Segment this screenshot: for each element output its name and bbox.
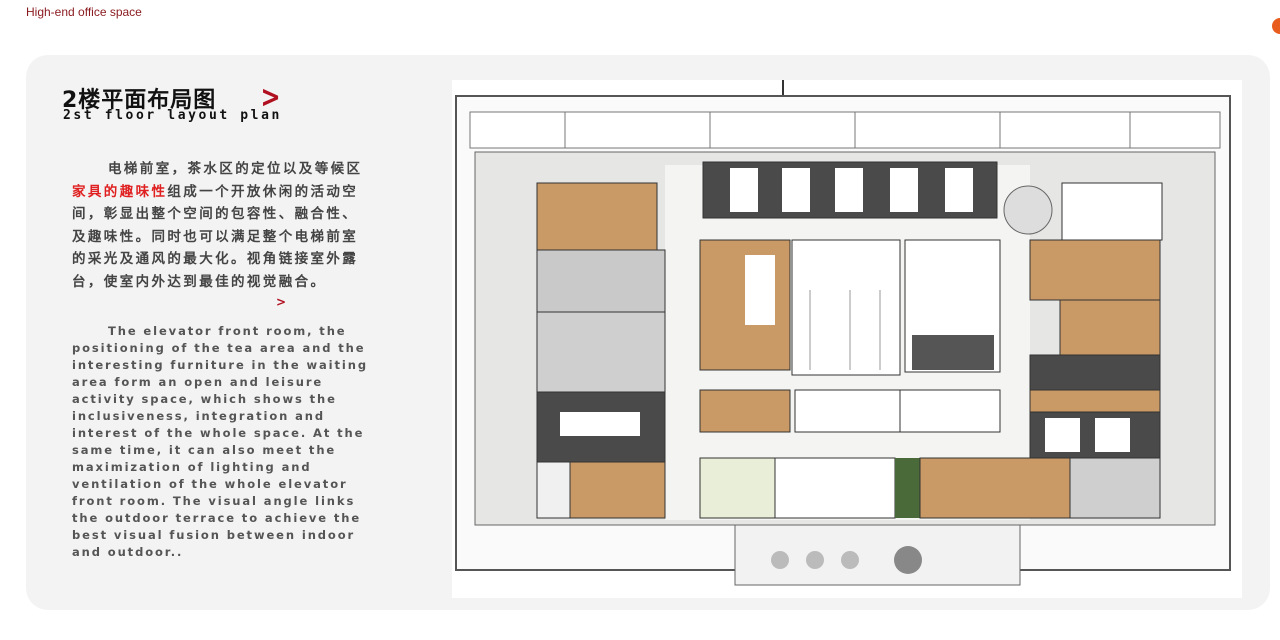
office-wood-1 bbox=[1029, 239, 1161, 301]
room-carpet-1 bbox=[536, 249, 666, 313]
room-carpet-2 bbox=[536, 311, 666, 393]
stairs bbox=[791, 239, 901, 376]
elevators bbox=[794, 389, 901, 433]
header-label: High-end office space bbox=[26, 5, 142, 19]
room-wood-2 bbox=[569, 461, 666, 519]
reception-round bbox=[1003, 185, 1053, 235]
tea-area bbox=[699, 457, 776, 519]
plants bbox=[895, 458, 920, 518]
office-white bbox=[1061, 182, 1163, 241]
meeting-table bbox=[560, 412, 640, 436]
office-wood-2 bbox=[1059, 299, 1161, 356]
room-small-wood bbox=[699, 389, 791, 433]
page-title: 2楼平面布局图 bbox=[62, 88, 217, 113]
floor-plan-drawing bbox=[455, 80, 1231, 586]
page-subtitle: 2st floor layout plan bbox=[63, 108, 282, 123]
description-cn-highlight: 家具的趣味性 bbox=[72, 183, 168, 200]
description-en: The elevator front room, the positioning… bbox=[72, 324, 368, 559]
chevron-right-small-icon: > bbox=[276, 295, 287, 309]
brand-dot-icon bbox=[1272, 18, 1280, 34]
room-white bbox=[774, 457, 896, 519]
description-cn-rest: 组成一个开放休闲的活动空间，彰显出整个空间的包容性、融合性、及趣味性。同时也可以… bbox=[72, 183, 359, 290]
window-strip bbox=[469, 111, 1221, 149]
floor-plan-image bbox=[452, 80, 1242, 598]
terrace-furniture bbox=[894, 546, 922, 574]
room-wood-1 bbox=[536, 182, 658, 251]
office-dark bbox=[1029, 354, 1161, 391]
description-cn-lead: 电梯前室，茶水区的定位以及等候区 bbox=[108, 161, 363, 177]
room-wood-bottom bbox=[919, 457, 1071, 519]
description-cn: 电梯前室，茶水区的定位以及等候区家具的趣味性组成一个开放休闲的活动空间，彰显出整… bbox=[72, 158, 368, 293]
room-carpet-bottom bbox=[1069, 457, 1161, 519]
chevron-right-icon: > bbox=[260, 80, 281, 115]
room-service bbox=[899, 389, 1001, 433]
office-wood-3 bbox=[1029, 389, 1161, 413]
small-room bbox=[536, 461, 571, 519]
